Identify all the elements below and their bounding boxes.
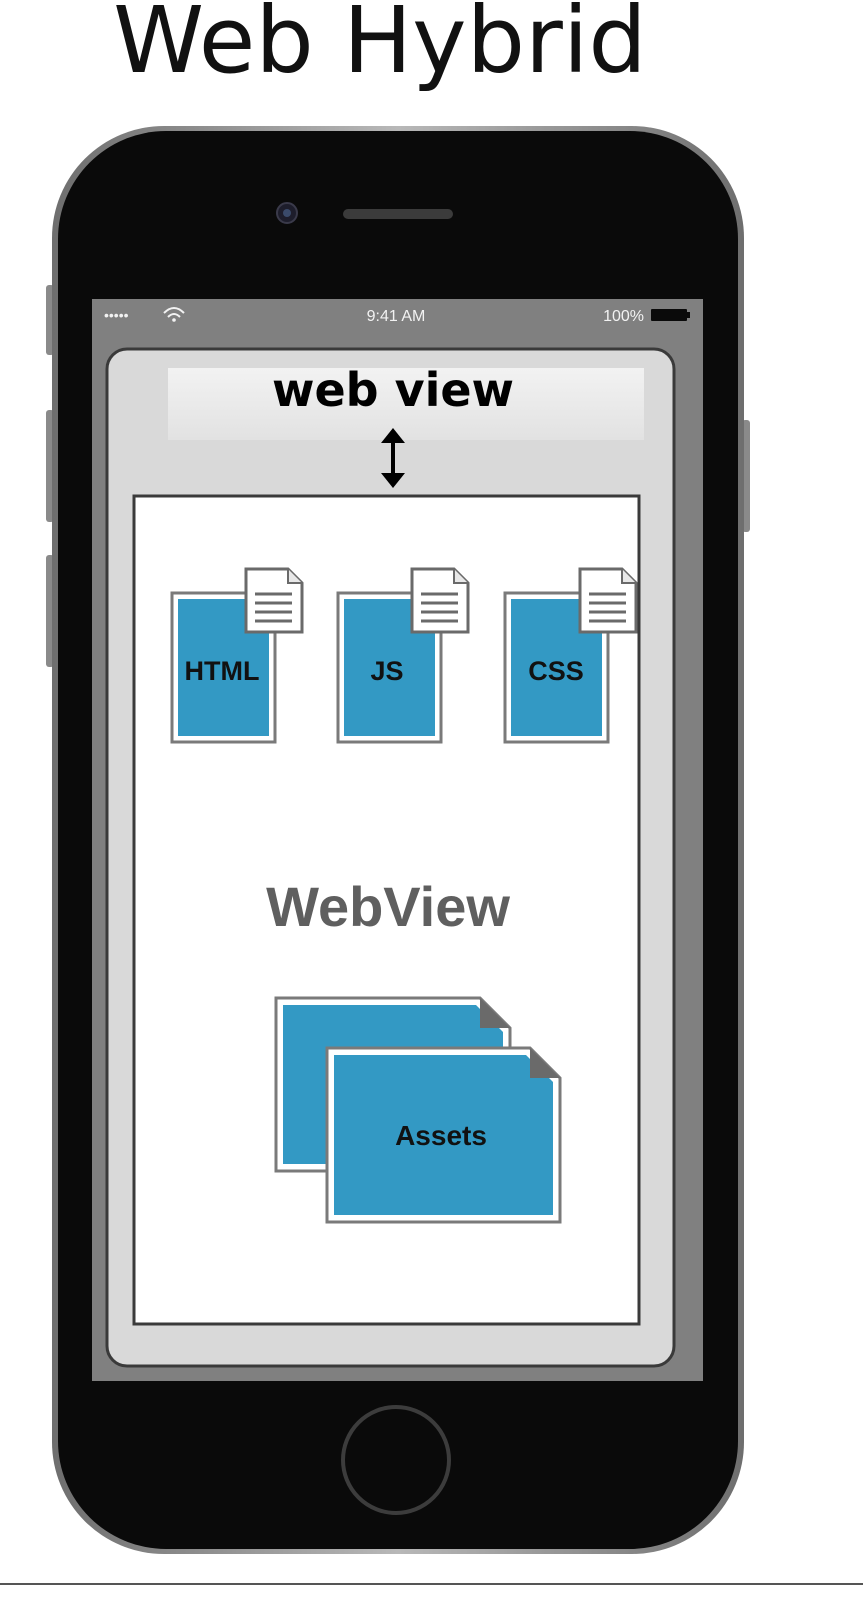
file-label-js: JS [370, 656, 403, 686]
signal-strength: ••••• [104, 307, 129, 323]
status-time: 9:41 AM [367, 308, 426, 325]
battery-icon [651, 309, 690, 321]
document-icon [244, 567, 304, 634]
asset-card-front [325, 1046, 562, 1224]
assets-stack: Assets [274, 996, 562, 1224]
file-css: CSS [503, 567, 638, 744]
file-js: JS [336, 567, 470, 744]
document-icon [410, 567, 470, 634]
web-view-header-band [168, 368, 644, 440]
diagram-title: Web Hybrid [113, 0, 647, 94]
double-arrow-icon [381, 428, 405, 488]
document-icon [578, 567, 638, 634]
file-label-html: HTML [185, 656, 260, 686]
file-html: HTML [170, 567, 304, 744]
battery-percent: 100% [603, 308, 644, 325]
webview-title: WebView [266, 875, 510, 938]
status-bar: ••••• 9:41 AM 100% [104, 307, 690, 325]
assets-label: Assets [395, 1120, 487, 1151]
file-label-css: CSS [528, 656, 584, 686]
home-button[interactable] [341, 1405, 451, 1515]
wifi-icon [163, 307, 185, 322]
web-view-label: web view [272, 363, 514, 417]
earpiece-speaker [343, 209, 453, 219]
